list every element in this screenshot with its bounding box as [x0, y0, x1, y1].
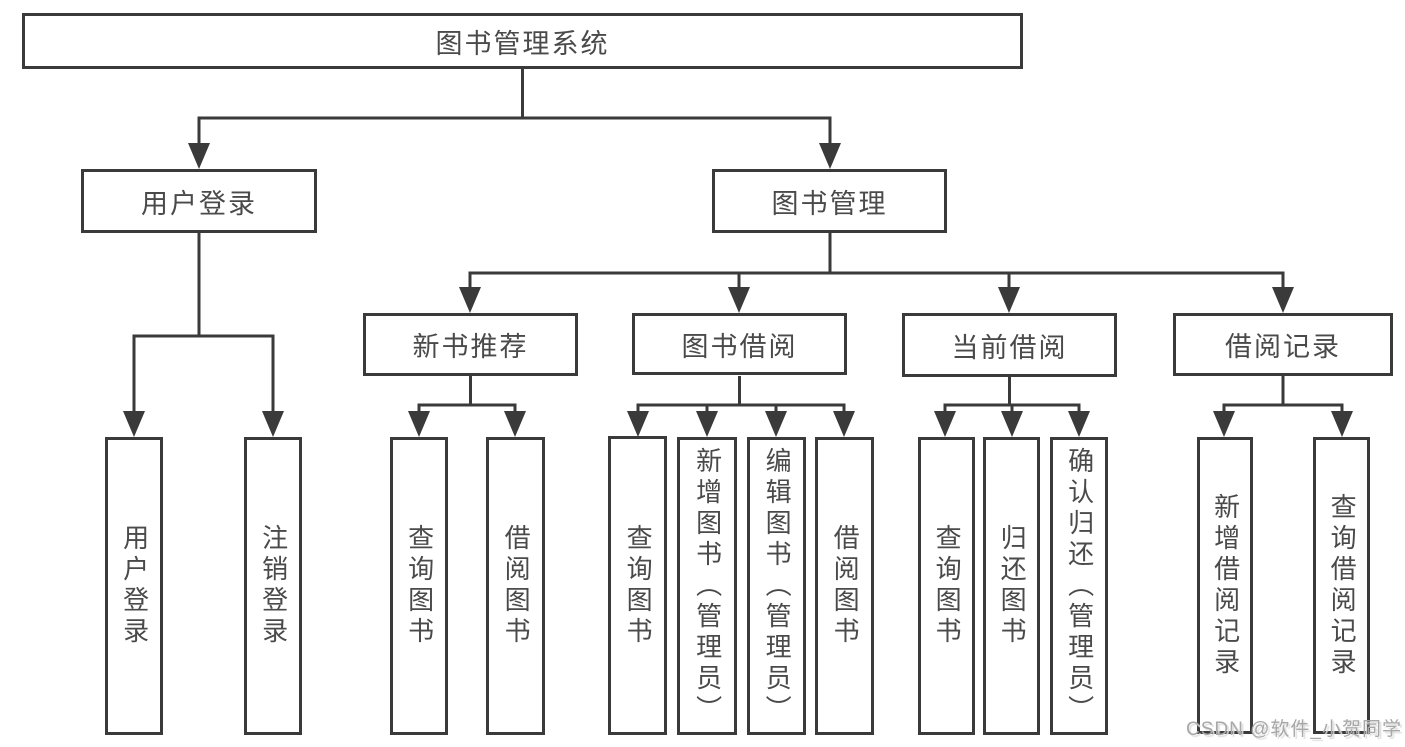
- arrow-to-borrowing-records: [1272, 287, 1294, 313]
- leaf-add-borrow-record: 新增借阅记录: [1197, 437, 1253, 734]
- connector-root-split: [197, 69, 832, 144]
- leaf-add-books-admin-label: 新增图书（管理员）: [692, 446, 723, 726]
- watermark-text: CSDN @软件_小贺同学: [1186, 719, 1402, 740]
- arrow-to-leaf-query-borrowing: [627, 411, 649, 437]
- node-user-login-label: 用户登录: [141, 188, 257, 219]
- leaf-query-books-borrowing-label: 查询图书: [623, 523, 654, 648]
- leaf-add-books-admin: 新增图书（管理员）: [677, 437, 737, 735]
- leaf-borrow-books-recommend-label: 借阅图书: [501, 524, 532, 648]
- leaf-return-books-label: 归还图书: [997, 524, 1028, 648]
- leaf-borrow-books-borrowing-label: 借阅图书: [830, 524, 861, 648]
- arrow-to-leaf-logout: [262, 411, 284, 437]
- arrow-to-leaf-query-record: [1331, 411, 1353, 437]
- leaf-user-login-label: 用户登录: [119, 524, 150, 648]
- connector-new-book-split: [417, 376, 517, 412]
- leaf-confirm-return-admin: 确认归还（管理员）: [1050, 437, 1108, 735]
- connector-user-login-split: [132, 233, 275, 412]
- arrow-to-book-management: [819, 143, 841, 169]
- arrow-to-leaf-query-current: [934, 411, 956, 437]
- node-new-book-recommendation: 新书推荐: [363, 313, 578, 376]
- node-book-management: 图书管理: [712, 169, 947, 233]
- connector-book-management-split: [468, 233, 1285, 288]
- leaf-return-books: 归还图书: [983, 437, 1040, 735]
- leaf-query-books-recommend-label: 查询图书: [404, 524, 435, 648]
- leaf-add-borrow-record-label: 新增借阅记录: [1210, 492, 1241, 679]
- connector-borrowing-records-split: [1222, 376, 1344, 412]
- arrow-to-new-book: [459, 287, 481, 313]
- connector-current-borrowing-split: [943, 376, 1081, 412]
- arrow-to-leaf-return-books: [1001, 411, 1023, 437]
- leaf-user-login: 用户登录: [105, 437, 163, 735]
- arrow-to-user-login: [188, 143, 210, 169]
- leaf-query-books-current-label: 查询图书: [932, 524, 963, 648]
- leaf-logout: 注销登录: [244, 437, 302, 735]
- leaf-query-books-borrowing: 查询图书: [608, 436, 667, 735]
- leaf-query-borrow-record-label: 查询借阅记录: [1327, 492, 1358, 679]
- arrow-to-leaf-add-books: [696, 411, 718, 437]
- leaf-query-books-current: 查询图书: [918, 437, 975, 735]
- node-root: 图书管理系统: [22, 13, 1023, 69]
- leaf-borrow-books-recommend: 借阅图书: [486, 437, 545, 735]
- arrow-to-leaf-confirm-return: [1068, 411, 1090, 437]
- connector-book-borrowing-split: [636, 376, 846, 412]
- node-current-borrowing-label: 当前借阅: [951, 332, 1068, 363]
- leaf-confirm-return-admin-label: 确认归还（管理员）: [1064, 446, 1095, 726]
- arrow-to-leaf-borrow-borrowing: [833, 411, 855, 437]
- leaf-edit-books-admin: 编辑图书（管理员）: [747, 437, 806, 735]
- node-user-login: 用户登录: [81, 169, 317, 233]
- leaf-edit-books-admin-label: 编辑图书（管理员）: [762, 446, 793, 726]
- arrowheads: [123, 143, 1353, 437]
- node-current-borrowing: 当前借阅: [902, 313, 1117, 377]
- arrow-to-leaf-add-record: [1213, 411, 1235, 437]
- arrow-to-leaf-borrow-recommend: [504, 411, 526, 437]
- node-book-borrowing: 图书借阅: [632, 313, 847, 375]
- node-new-book-recommendation-label: 新书推荐: [412, 332, 529, 362]
- node-book-management-label: 图书管理: [771, 188, 888, 219]
- arrow-to-leaf-user-login: [123, 411, 145, 437]
- leaf-query-borrow-record: 查询借阅记录: [1313, 437, 1370, 734]
- arrow-to-leaf-edit-books: [765, 411, 787, 437]
- leaf-borrow-books-borrowing: 借阅图书: [815, 437, 874, 735]
- node-book-borrowing-label: 图书借阅: [681, 331, 798, 362]
- arrow-to-leaf-query-recommend: [408, 411, 430, 437]
- node-root-label: 图书管理系统: [435, 28, 610, 59]
- node-borrowing-records-label: 借阅记录: [1225, 332, 1341, 362]
- leaf-logout-label: 注销登录: [258, 524, 289, 648]
- node-borrowing-records: 借阅记录: [1173, 313, 1393, 376]
- arrow-to-book-borrowing: [728, 287, 750, 313]
- leaf-query-books-recommend: 查询图书: [390, 437, 448, 735]
- arrow-to-current-borrowing: [998, 287, 1020, 313]
